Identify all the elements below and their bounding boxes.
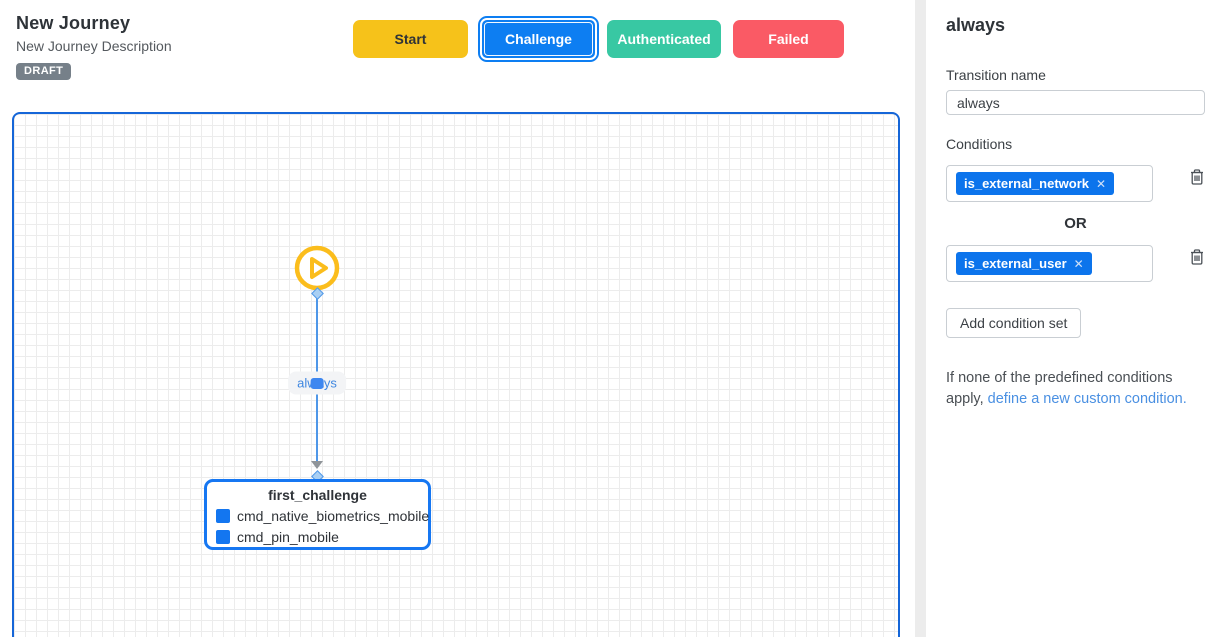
panel-divider (915, 0, 926, 637)
trash-icon (1191, 169, 1203, 185)
command-icon (216, 508, 230, 523)
node-title: first_challenge (268, 487, 367, 503)
edge-label-always[interactable]: always (288, 371, 346, 395)
journey-header: New Journey New Journey Description DRAF… (16, 13, 172, 80)
start-node-play-icon[interactable] (293, 244, 341, 292)
condition-chip[interactable]: is_external_network ✕ (956, 172, 1115, 195)
command-icon (216, 529, 230, 544)
define-custom-condition-link[interactable]: define a new custom condition. (987, 391, 1187, 407)
add-condition-set-button[interactable]: Add condition set (946, 308, 1082, 338)
edge-condition-icon (310, 377, 324, 389)
condition-set-input[interactable]: is_external_network ✕ (946, 165, 1153, 202)
condition-chip-label: is_external_network (964, 176, 1090, 191)
delete-condition-set-button[interactable] (1189, 168, 1205, 189)
condition-joiner-or: OR (1064, 215, 1087, 232)
state-button-failed[interactable]: Failed (733, 20, 844, 58)
state-button-challenge-selected-ring[interactable]: Challenge (478, 16, 599, 62)
status-badge: DRAFT (16, 63, 72, 80)
conditions-footer-note: If none of the predefined conditions app… (946, 368, 1202, 410)
remove-chip-icon[interactable]: ✕ (1096, 176, 1107, 191)
journey-canvas[interactable]: always first_challenge cmd_native_biomet… (12, 112, 900, 637)
transition-properties-panel: always Transition name Conditions is_ext… (946, 0, 1205, 410)
condition-chip[interactable]: is_external_user ✕ (956, 252, 1092, 275)
node-item[interactable]: cmd_native_biometrics_mobile (207, 505, 430, 526)
page-subtitle: New Journey Description (16, 38, 172, 54)
condition-set-input[interactable]: is_external_user ✕ (946, 245, 1153, 282)
node-item[interactable]: cmd_pin_mobile (207, 526, 428, 547)
node-item-label: cmd_pin_mobile (237, 528, 339, 545)
node-item-label: cmd_native_biometrics_mobile (237, 507, 430, 524)
condition-set-row: is_external_network ✕ (946, 165, 1205, 202)
transition-name-input[interactable] (946, 90, 1205, 115)
page-title: New Journey (16, 13, 131, 33)
transition-name-label: Transition name (946, 67, 1046, 83)
edge-arrowhead-icon (311, 461, 323, 469)
state-button-start[interactable]: Start (353, 20, 468, 58)
state-button-challenge[interactable]: Challenge (482, 20, 595, 58)
trash-icon (1191, 249, 1203, 265)
remove-chip-icon[interactable]: ✕ (1073, 256, 1084, 271)
footer-note-text: If none of the predefined conditions app… (946, 370, 1173, 407)
conditions-label: Conditions (946, 136, 1013, 152)
condition-chip-label: is_external_user (964, 256, 1067, 271)
condition-set-row: is_external_user ✕ (946, 245, 1205, 282)
node-first-challenge[interactable]: first_challenge cmd_native_biometrics_mo… (204, 479, 431, 550)
delete-condition-set-button[interactable] (1189, 248, 1205, 269)
panel-title: always (946, 15, 1006, 35)
state-button-authenticated[interactable]: Authenticated (607, 20, 721, 58)
